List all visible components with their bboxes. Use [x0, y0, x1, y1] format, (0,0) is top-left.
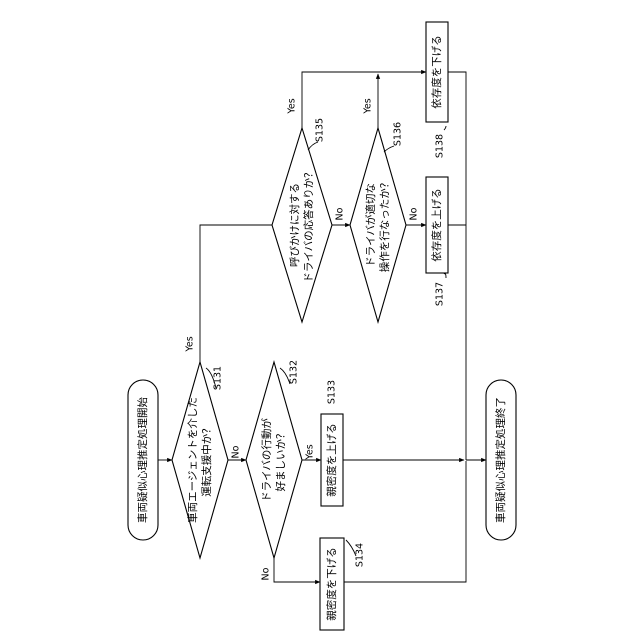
process-s134: 親密度を下げる	[320, 538, 344, 630]
s135-line2: ドライバの応答ありか？	[302, 167, 315, 282]
s132-line2: 好ましいか？	[275, 429, 287, 492]
s131-line1: 車両エージェントを介した	[186, 397, 199, 523]
s136-step-id: S136	[393, 122, 404, 146]
process-s137: 依存度を上げる	[426, 177, 448, 273]
s135-no-label: No	[335, 207, 346, 220]
s137-leader	[444, 274, 446, 279]
s134-label: 親密度を下げる	[325, 547, 338, 621]
s136-line1: ドライバが適切な	[364, 183, 377, 267]
s132-step-id: S132	[289, 360, 300, 384]
start-label: 車両疑似心理推定処理開始	[136, 397, 149, 523]
s135-yes-label: Yes	[287, 98, 298, 114]
s135-line1: 呼びかけに対する	[288, 183, 301, 267]
decision-s135: 呼びかけに対する ドライバの応答ありか？	[272, 128, 332, 322]
process-s138: 依存度を下げる	[426, 22, 448, 122]
s134-step-id: S134	[355, 543, 366, 567]
s131-step-id: S131	[213, 366, 224, 390]
s131-yes-label: Yes	[185, 336, 196, 352]
s135-leader	[308, 142, 318, 150]
s136-line2: 操作を行なったか？	[378, 178, 391, 273]
start-terminal: 車両疑似心理推定処理開始	[128, 380, 158, 540]
s137-label: 依存度を上げる	[430, 188, 443, 262]
process-s133: 親密度を上げる	[321, 414, 343, 506]
s133-label: 親密度を上げる	[325, 423, 338, 497]
end-terminal: 車両疑似心理推定処理終了	[486, 380, 516, 540]
s131-no-label: No	[231, 445, 242, 458]
s136-leader	[384, 146, 394, 152]
s133-step-id: S133	[327, 380, 338, 404]
end-label: 車両疑似心理推定処理終了	[494, 397, 507, 523]
s138-leader	[444, 126, 446, 130]
s135-step-id: S135	[315, 118, 326, 142]
s132-line1: ドライバの行動が	[260, 418, 273, 502]
s136-no-label: No	[409, 207, 420, 220]
s137-step-id: S137	[435, 282, 446, 306]
decision-s136: ドライバが適切な 操作を行なったか？	[350, 128, 406, 322]
decision-s132: ドライバの行動が 好ましいか？	[246, 362, 302, 558]
s132-no-label: No	[261, 567, 272, 580]
s138-step-id: S138	[435, 134, 446, 158]
s138-label: 依存度を下げる	[430, 35, 443, 109]
s131-line2: 運転支援中か？	[200, 423, 213, 497]
s136-yes-label: Yes	[363, 98, 374, 114]
s132-yes-label: Yes	[305, 444, 316, 460]
decision-s131: 車両エージェントを介した 運転支援中か？	[172, 362, 228, 558]
